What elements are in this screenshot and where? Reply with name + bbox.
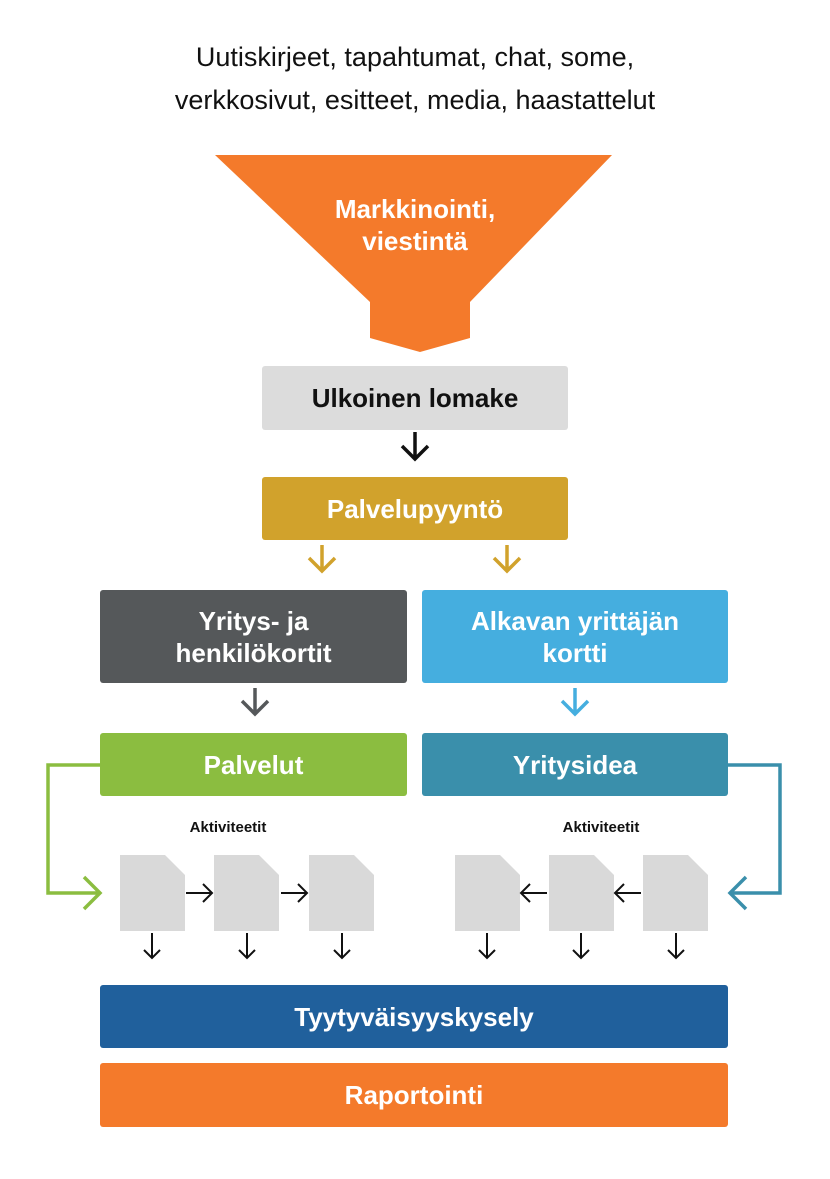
company-cards-box: Yritys- ja henkilökortit — [100, 590, 407, 683]
green-flow-arrow — [46, 763, 103, 911]
funnel-label: Markkinointi, viestintä — [270, 185, 560, 265]
arrow-right-icon — [186, 883, 214, 903]
activities-right-label: Aktiviteetit — [562, 819, 640, 836]
funnel-line-1: Markkinointi, — [334, 194, 496, 224]
arrow-down-icons — [143, 933, 685, 960]
arrow-left-icon — [519, 883, 547, 903]
activities-left-label: Aktiviteetit — [189, 819, 267, 836]
arrow-down-icon — [400, 432, 430, 462]
arrow-down-icon — [492, 545, 522, 574]
reporting-box: Raportointi — [100, 1063, 728, 1127]
document-icon — [309, 855, 374, 931]
company-cards-line-1: Yritys- ja — [198, 605, 309, 636]
company-cards-line-2: henkilökortit — [175, 637, 332, 668]
funnel-shape — [215, 155, 612, 352]
service-request-box: Palvelupyyntö — [262, 477, 568, 540]
funnel-line-2: viestintä — [362, 226, 468, 256]
survey-box: Tyytyväisyyskysely — [100, 985, 728, 1048]
services-box: Palvelut — [100, 733, 407, 796]
document-icon — [455, 855, 520, 931]
teal-flow-arrow — [727, 763, 782, 911]
startup-card-box: Alkavan yrittäjän kortti — [422, 590, 728, 683]
document-icon — [120, 855, 185, 931]
business-idea-box: Yritysidea — [422, 733, 728, 796]
document-icon — [643, 855, 708, 931]
arrow-down-icon — [240, 688, 270, 717]
arrow-down-icon — [307, 545, 337, 574]
arrow-down-icon — [560, 688, 590, 717]
activity-documents — [120, 855, 708, 931]
document-icon — [214, 855, 279, 931]
document-icon — [549, 855, 614, 931]
channels-line-1: Uutiskirjeet, tapahtumat, chat, some, — [195, 42, 635, 72]
arrow-left-icon — [613, 883, 641, 903]
arrow-right-icon — [281, 883, 309, 903]
startup-card-line-2: kortti — [542, 637, 608, 668]
channels-line-2: verkkosivut, esitteet, media, haastattel… — [174, 85, 656, 115]
external-form-box: Ulkoinen lomake — [262, 366, 568, 430]
startup-card-line-1: Alkavan yrittäjän — [470, 605, 680, 636]
